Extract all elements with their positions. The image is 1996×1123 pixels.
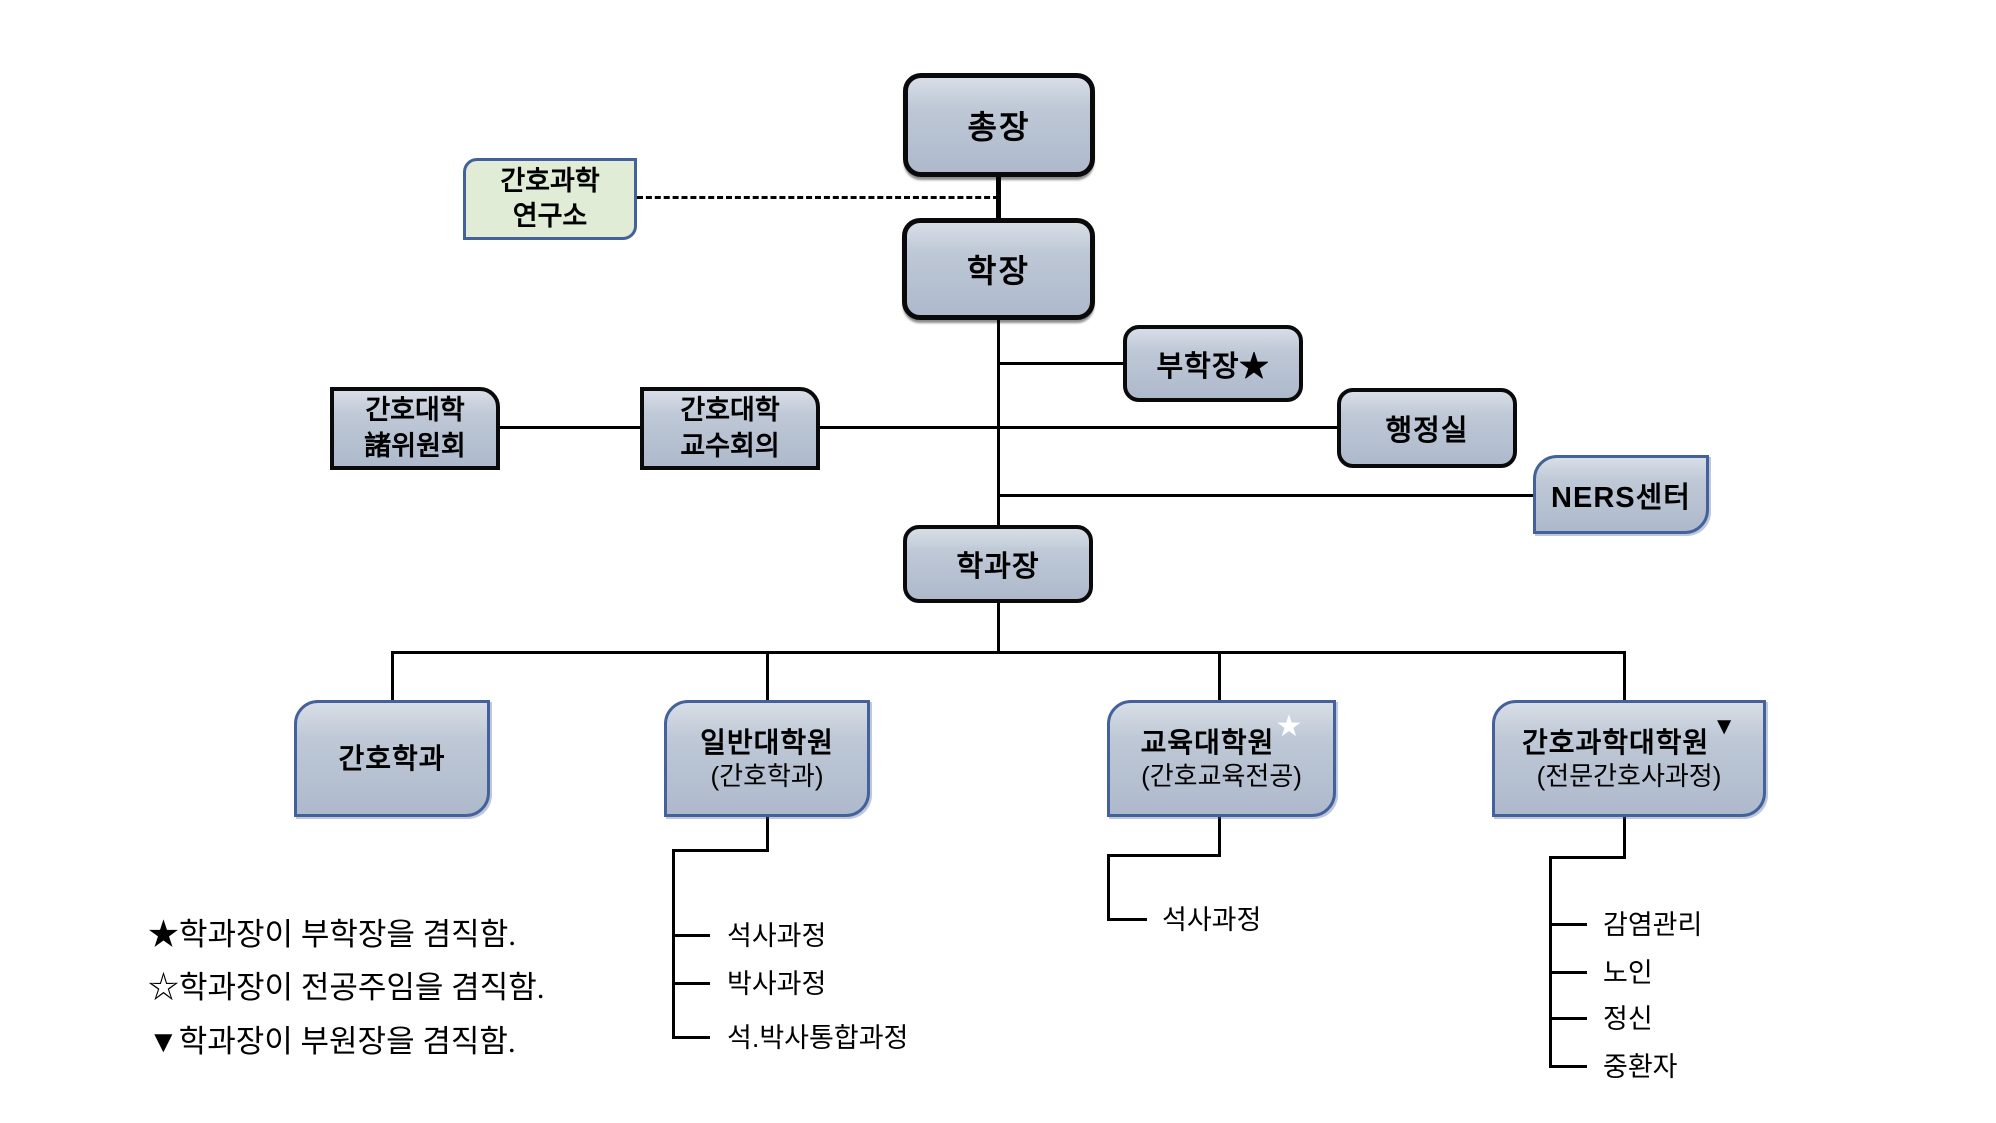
node-committees-line2: 諸위원회: [364, 430, 466, 461]
node-committees: 간호대학 諸위원회: [330, 387, 500, 470]
down-triangle-icon: ▼: [148, 1024, 179, 1059]
connector-edu-jog: [1107, 854, 1221, 857]
node-research-line1: 간호과학: [500, 165, 600, 196]
connector-drop-nursing-dept: [391, 651, 394, 702]
connector-sci-rail: [1549, 856, 1552, 1068]
connector-sci-stem: [1623, 816, 1626, 858]
node-ners-center: NERS센터: [1533, 455, 1709, 534]
node-faculty-line2: 교수회의: [680, 430, 780, 461]
node-committees-line1: 간호대학: [365, 395, 465, 426]
connector-sci-tick-4: [1549, 1065, 1587, 1068]
node-dept-head: 학과장: [903, 525, 1093, 603]
connector-admin: [999, 426, 1339, 429]
node-admin-label: 행정실: [1385, 415, 1469, 447]
legend-text-triangle: 학과장이 부원장을 겸직함.: [178, 1024, 516, 1059]
open-star-icon: ☆: [148, 970, 179, 1005]
node-research-institute: 간호과학 연구소: [463, 158, 637, 240]
connector-dean-depthead: [997, 319, 1000, 526]
connector-faculty-center: [818, 426, 999, 429]
legend-row-star: ★학과장이 부학장을 겸직함.: [148, 914, 516, 956]
node-president-label: 총장: [967, 109, 1031, 145]
leaf-sci-infection: 감염관리: [1603, 910, 1703, 940]
leaf-sci-geriatric: 노인: [1603, 958, 1653, 988]
connector-research-dashed: [637, 196, 999, 199]
node-faculty-line1: 간호대학: [680, 395, 780, 426]
node-edu-grad-title-row: 교육대학원 ★: [1140, 710, 1303, 758]
node-sci-grad-line1: 간호과학대학원: [1521, 726, 1710, 758]
connector-gen-tick-1: [672, 934, 710, 937]
connector-drop-general-grad: [766, 651, 769, 702]
leaf-edu-masters: 석사과정: [1162, 905, 1262, 935]
leaf-gen-combined: 석.박사통합과정: [727, 1023, 909, 1053]
node-ners-label: NERS센터: [1551, 481, 1691, 514]
node-dean-label: 학장: [967, 253, 1030, 289]
connector-edu-stem: [1218, 816, 1221, 856]
connector-sci-tick-2: [1549, 971, 1587, 974]
leaf-sci-critical: 중환자: [1603, 1052, 1678, 1082]
connector-depthead-bus: [997, 602, 1000, 653]
leaf-gen-doctoral: 박사과정: [727, 969, 827, 999]
legend-text-star: 학과장이 부학장을 겸직함.: [179, 917, 516, 952]
connector-committees-faculty: [498, 426, 642, 429]
node-president: 총장: [903, 73, 1095, 177]
node-nursing-dept-label: 간호학과: [338, 743, 446, 774]
legend-text-open-star: 학과장이 전공주임을 겸직함.: [179, 970, 545, 1005]
node-general-graduate: 일반대학원 (간호학과): [664, 700, 870, 817]
node-sci-grad-line2: (전문간호사과정): [1536, 760, 1722, 791]
node-dean: 학장: [902, 218, 1095, 320]
node-dept-head-label: 학과장: [956, 551, 1040, 583]
connector-sci-jog: [1549, 856, 1626, 859]
node-vice-dean-label: 부학장★: [1156, 350, 1270, 383]
connector-drop-edu-grad: [1218, 651, 1221, 702]
connector-gen-jog: [672, 849, 769, 852]
connector-edu-rail: [1107, 854, 1110, 921]
connector-gen-stem: [766, 816, 769, 851]
node-admin-office: 행정실: [1337, 388, 1517, 468]
node-edu-grad-line2: (간호교육전공): [1141, 760, 1302, 791]
node-nursing-science-graduate: 간호과학대학원 ▼ (전문간호사과정): [1492, 700, 1766, 817]
node-research-line2: 연구소: [512, 201, 588, 231]
legend-row-open-star: ☆학과장이 전공주임을 겸직함.: [148, 967, 545, 1009]
connector-ners: [999, 494, 1535, 497]
connector-gen-tick-2: [672, 982, 710, 985]
leaf-gen-masters: 석사과정: [727, 921, 827, 951]
connector-vicedean: [999, 362, 1125, 365]
node-faculty-council: 간호대학 교수회의: [640, 387, 820, 470]
connector-distribution-bus: [391, 651, 1626, 654]
node-edu-grad-line1: 교육대학원: [1140, 726, 1275, 758]
legend-row-triangle: ▼학과장이 부원장을 겸직함.: [148, 1021, 516, 1063]
node-sci-grad-title-row: 간호과학대학원 ▼: [1521, 713, 1737, 758]
node-general-grad-line2: (간호학과): [710, 760, 824, 791]
connector-drop-sci-grad: [1623, 651, 1626, 702]
node-vice-dean: 부학장★: [1123, 325, 1303, 402]
node-education-graduate: 교육대학원 ★ (간호교육전공): [1107, 700, 1336, 817]
connector-sci-tick-1: [1549, 923, 1587, 926]
connector-gen-tick-3: [672, 1036, 710, 1039]
connector-edu-tick-1: [1107, 918, 1147, 921]
connector-gen-rail: [672, 849, 675, 1039]
connector-sci-tick-3: [1549, 1017, 1587, 1020]
filled-star-icon: ★: [148, 917, 179, 952]
node-general-grad-line1: 일반대학원: [700, 726, 834, 758]
node-nursing-dept: 간호학과: [294, 700, 490, 817]
leaf-sci-psychiatric: 정신: [1603, 1004, 1653, 1034]
